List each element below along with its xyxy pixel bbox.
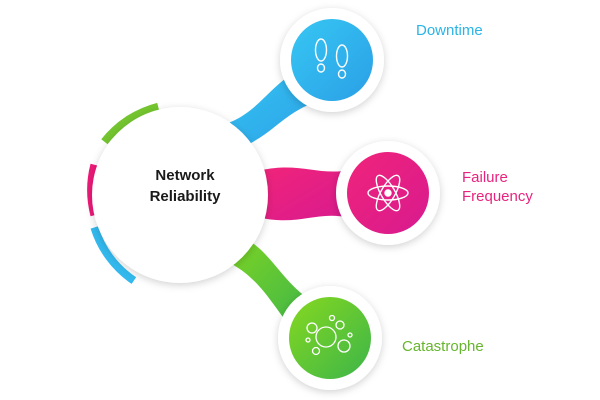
label-failure-line2: Frequency	[462, 188, 533, 205]
center-title-line1: Network	[155, 167, 215, 184]
label-downtime: Downtime	[416, 22, 483, 39]
center-title: Network Reliability	[95, 165, 275, 207]
ring-arc-blue	[90, 226, 137, 284]
atom-icon	[367, 174, 409, 212]
bubbles-icon	[305, 314, 353, 356]
label-failure-frequency: Failure Frequency	[462, 168, 533, 206]
connector-pink	[262, 167, 350, 221]
label-failure-line1: Failure	[462, 169, 508, 186]
failure-frequency-node	[336, 141, 440, 245]
center-circle	[92, 107, 268, 283]
downtime-node	[280, 8, 384, 112]
center-title-line2: Reliability	[149, 188, 221, 205]
label-catastrophe: Catastrophe	[402, 338, 484, 355]
downtime-node-inner	[291, 19, 373, 101]
ring-arc-green	[101, 102, 160, 145]
catastrophe-node-inner	[289, 297, 371, 379]
footprints-icon	[314, 38, 349, 79]
catastrophe-node	[278, 286, 382, 390]
